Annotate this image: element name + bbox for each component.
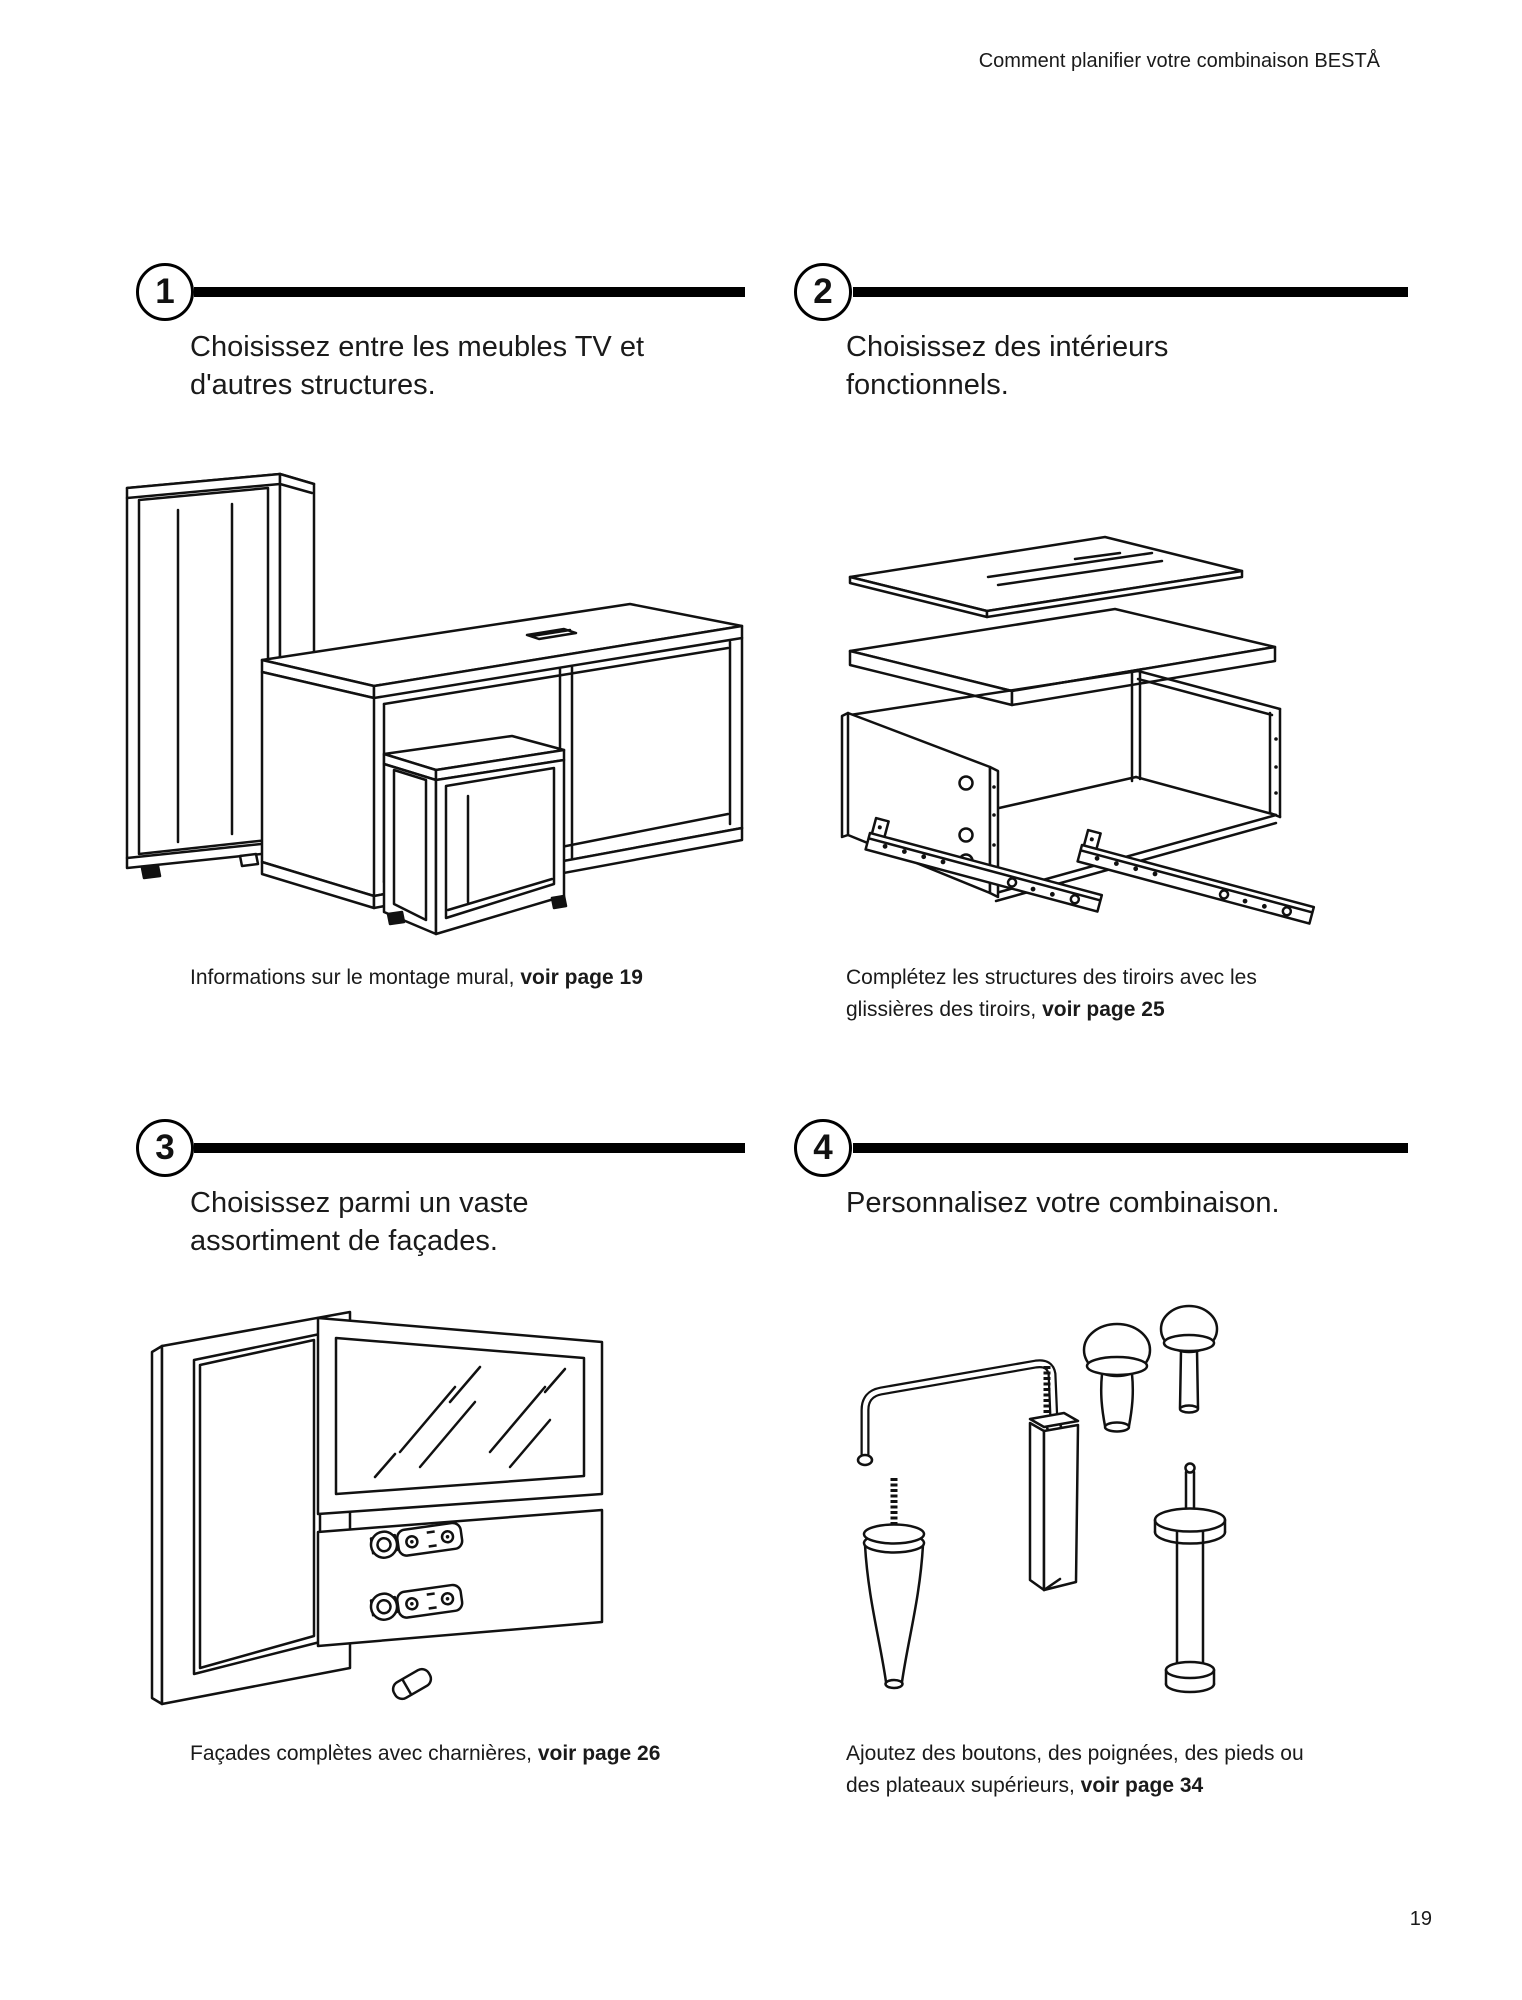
caption-page-ref: voir page 26: [537, 1742, 661, 1765]
caption-line: Ajoutez des boutons, des poignées, des p…: [846, 1738, 1304, 1770]
step-2-number: 2: [813, 272, 833, 311]
step-4-title: Personnalisez votre combinaison.: [846, 1184, 1280, 1222]
step-3-title: Choisissez parmi un vaste assortiment de…: [190, 1184, 528, 1260]
title-line: d'autres structures.: [190, 369, 436, 401]
step-3-badge: 3: [136, 1119, 194, 1177]
title-line: Choisissez parmi un vaste: [190, 1187, 529, 1219]
step-1-number: 1: [155, 272, 175, 311]
title-line: Choisissez des intérieurs: [846, 331, 1169, 363]
step-1-title: Choisissez entre les meubles TV et d'aut…: [190, 328, 644, 404]
caption-text: des plateaux supérieurs,: [846, 1774, 1081, 1797]
title-line: Choisissez entre les meubles TV et: [190, 331, 645, 363]
caption-text: Complétez les structures des tiroirs ave…: [846, 966, 1257, 989]
caption-text: Informations sur le montage mural,: [190, 966, 521, 989]
step-4-caption: Ajoutez des boutons, des poignées, des p…: [846, 1738, 1304, 1802]
step-4-rule: [853, 1143, 1408, 1153]
title-line: Personnalisez votre combinaison.: [846, 1187, 1280, 1219]
caption-line: Complétez les structures des tiroirs ave…: [846, 962, 1257, 994]
step-1-badge: 1: [136, 263, 194, 321]
step-3-caption: Façades complètes avec charnières, voir …: [190, 1738, 660, 1770]
step-3-number: 3: [155, 1128, 175, 1167]
step-4-badge: 4: [794, 1119, 852, 1177]
title-line: assortiment de façades.: [190, 1225, 498, 1257]
fronts-hinges-illustration: [150, 1310, 604, 1706]
step-2-caption: Complétez les structures des tiroirs ave…: [846, 962, 1257, 1026]
knobs-handles-legs-illustration: [856, 1304, 1227, 1694]
title-line: fonctionnels.: [846, 369, 1009, 401]
step-2-rule: [853, 287, 1408, 297]
caption-line: Façades complètes avec charnières, voir …: [190, 1738, 660, 1770]
caption-page-ref: voir page 34: [1080, 1774, 1204, 1797]
page-number: 19: [1409, 1908, 1432, 1930]
step-2-badge: 2: [794, 263, 852, 321]
step-4-number: 4: [813, 1128, 833, 1167]
drawer-exploded-illustration: [840, 535, 1320, 925]
caption-text: glissières des tiroirs,: [846, 998, 1043, 1021]
step-1-caption: Informations sur le montage mural, voir …: [190, 962, 643, 994]
caption-line: glissières des tiroirs, voir page 25: [846, 994, 1257, 1026]
caption-text: Ajoutez des boutons, des poignées, des p…: [846, 1742, 1304, 1765]
tv-units-illustration: [125, 472, 744, 936]
caption-line: des plateaux supérieurs, voir page 34: [846, 1770, 1304, 1802]
caption-page-ref: voir page 19: [520, 966, 643, 989]
caption-text: Façades complètes avec charnières,: [190, 1742, 538, 1765]
page-header: Comment planifier votre combinaison BEST…: [978, 50, 1380, 72]
caption-page-ref: voir page 25: [1042, 998, 1165, 1021]
step-2-title: Choisissez des intérieurs fonctionnels.: [846, 328, 1168, 404]
caption-line: Informations sur le montage mural, voir …: [190, 962, 643, 994]
step-3-rule: [194, 1143, 745, 1153]
step-1-rule: [194, 287, 745, 297]
